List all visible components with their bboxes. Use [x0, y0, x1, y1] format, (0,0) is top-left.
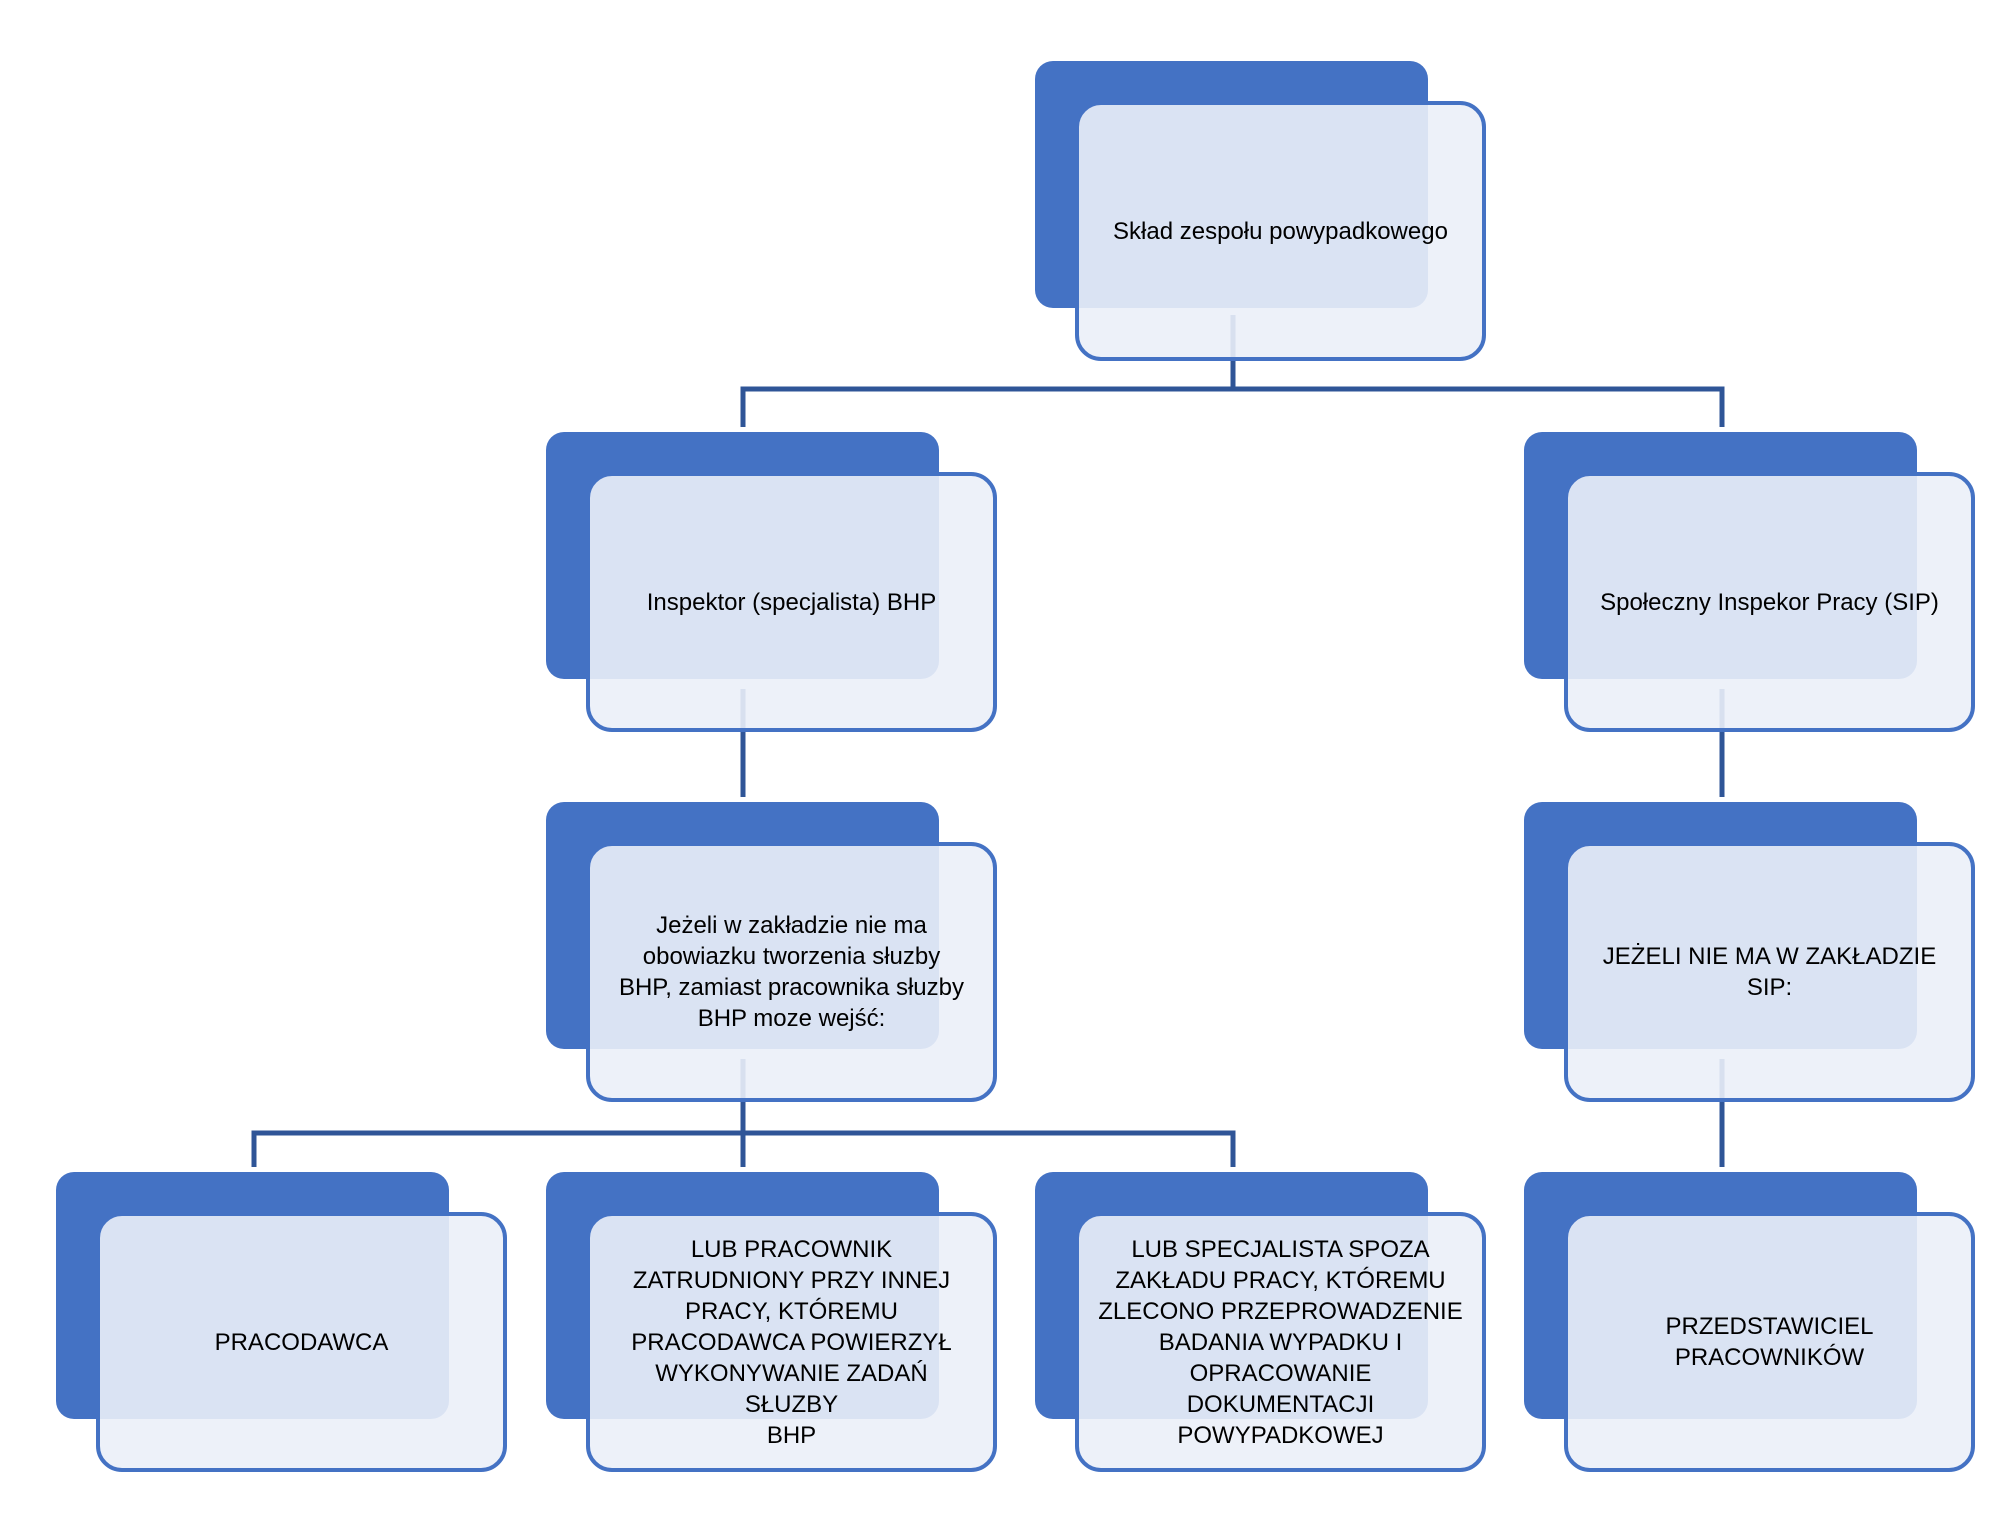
edge-root-to-sip: [1233, 386, 1725, 427]
node-box: Społeczny Inspekor Pracy (SIP): [1564, 472, 1975, 732]
node-box: Jeżeli w zakładzie nie ma obowiazku twor…: [586, 842, 997, 1102]
node-box: JEŻELI NIE MA W ZAKŁADZIE SIP:: [1564, 842, 1975, 1102]
node-specialist: LUB SPECJALISTA SPOZA ZAKŁADU PRACY, KTÓ…: [1035, 1172, 1486, 1472]
node-box: PRACODAWCA: [96, 1212, 507, 1472]
node-label: JEŻELI NIE MA W ZAKŁADZIE SIP:: [1602, 943, 1937, 1001]
node-employer: PRACODAWCA: [56, 1172, 507, 1472]
node-box: LUB PRACOWNIK ZATRUDNIONY PRZY INNEJ PRA…: [586, 1212, 997, 1472]
node-bhp: Inspektor (specjalista) BHP: [546, 432, 997, 732]
node-box: LUB SPECJALISTA SPOZA ZAKŁADU PRACY, KTÓ…: [1075, 1212, 1486, 1472]
node-label: Inspektor (specjalista) BHP: [646, 588, 937, 616]
node-box: PRZEDSTAWICIEL PRACOWNIKÓW: [1564, 1212, 1975, 1472]
node-root: Skład zespołu powypadkowego: [1035, 61, 1486, 361]
node-no-sip: JEŻELI NIE MA W ZAKŁADZIE SIP:: [1524, 802, 1975, 1102]
node-label: PRACODAWCA: [214, 1328, 389, 1356]
node-label: LUB SPECJALISTA SPOZA ZAKŁADU PRACY, KTÓ…: [1098, 1235, 1463, 1449]
node-label: Społeczny Inspekor Pracy (SIP): [1600, 588, 1939, 616]
node-worker-rep: PRZEDSTAWICIEL PRACOWNIKÓW: [1524, 1172, 1975, 1472]
node-label: LUB PRACOWNIK ZATRUDNIONY PRZY INNEJ PRA…: [631, 1235, 952, 1449]
node-box: Skład zespołu powypadkowego: [1075, 101, 1486, 361]
node-sip: Społeczny Inspekor Pracy (SIP): [1524, 432, 1975, 732]
node-employee: LUB PRACOWNIK ZATRUDNIONY PRZY INNEJ PRA…: [546, 1172, 997, 1472]
edge-bhp-alt-to-specialist: [743, 1130, 1236, 1167]
node-label: Jeżeli w zakładzie nie ma obowiazku twor…: [618, 912, 965, 1032]
node-label: Skład zespołu powypadkowego: [1113, 217, 1448, 245]
node-bhp-alt: Jeżeli w zakładzie nie ma obowiazku twor…: [546, 802, 997, 1102]
node-box: Inspektor (specjalista) BHP: [586, 472, 997, 732]
node-label: PRZEDSTAWICIEL PRACOWNIKÓW: [1665, 1313, 1874, 1371]
